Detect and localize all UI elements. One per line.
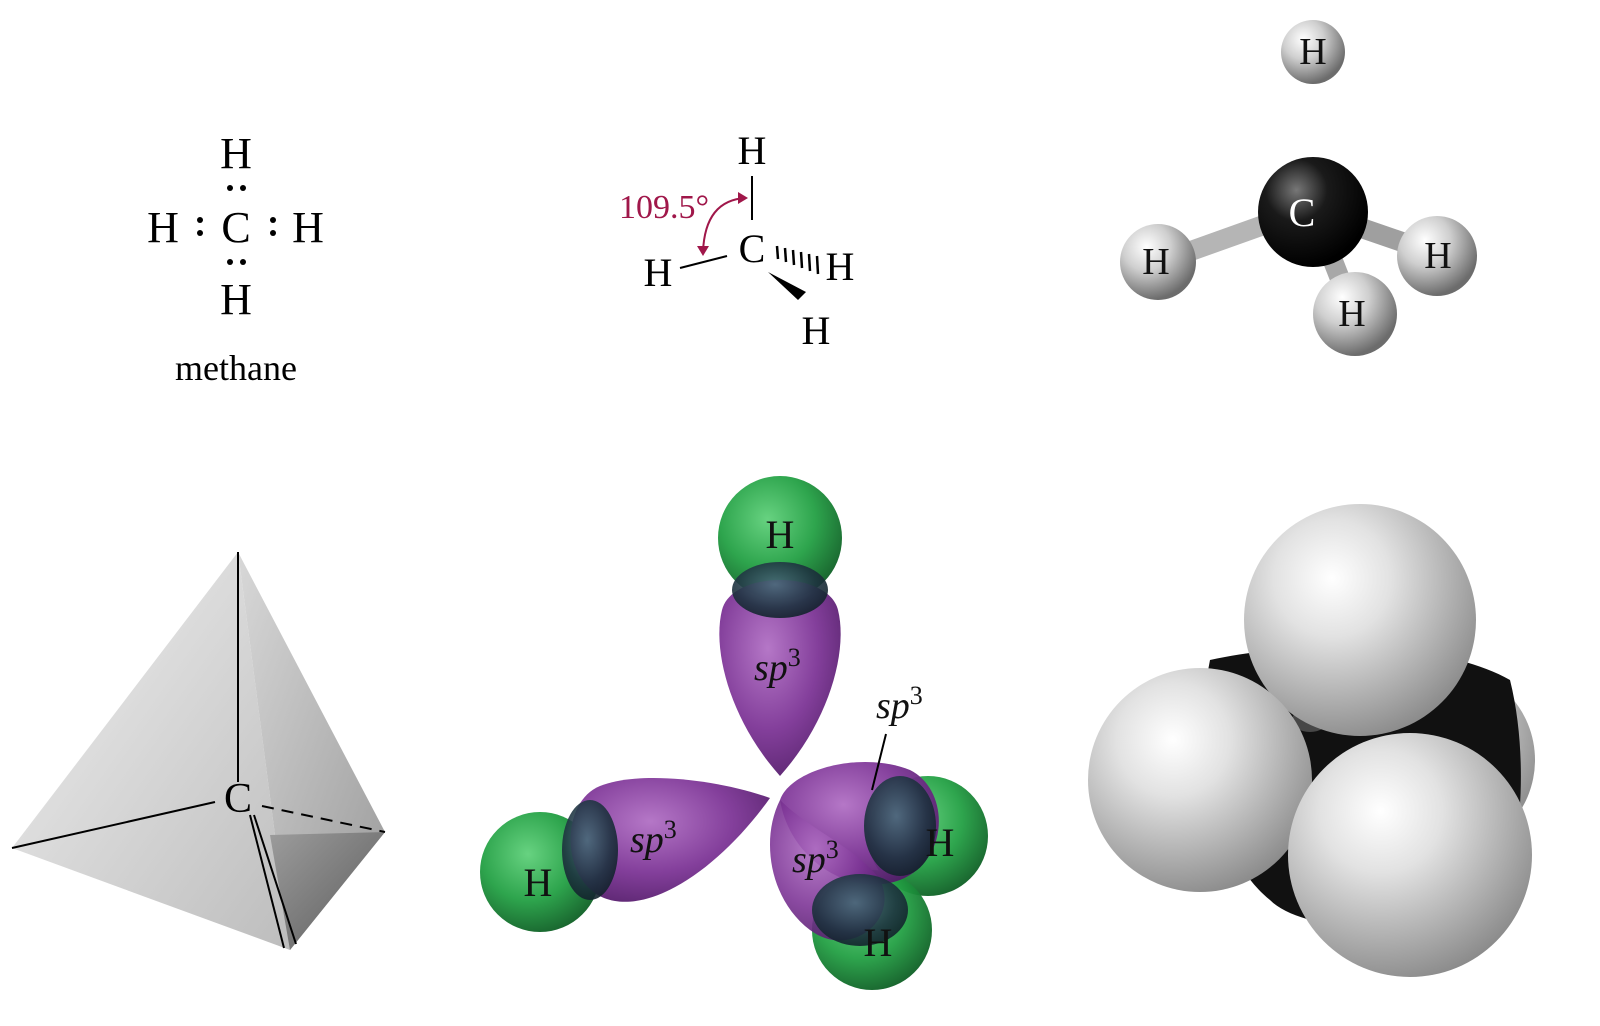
lewis-h-left: H: [147, 203, 179, 252]
wedge-h-left: H: [644, 250, 673, 295]
angle-arrowhead-bottom: [697, 246, 709, 256]
lewis-h-top: H: [220, 129, 252, 178]
lobe-top: [719, 580, 841, 776]
angle-arrowhead-top: [738, 192, 748, 204]
bond-wedge: [768, 272, 806, 300]
wedge-h-top: H: [738, 128, 767, 173]
bond-dashed: [775, 245, 820, 275]
wedge-h-bottom: H: [802, 308, 831, 353]
tetra-c: C: [224, 776, 252, 822]
ball-h-right: [1397, 216, 1477, 296]
angle-label: 109.5°: [619, 189, 709, 226]
sp3-callout-line: [871, 733, 887, 791]
overlap-bottom: [812, 874, 908, 946]
lewis-caption: methane: [175, 348, 297, 388]
sf-h-front-right: [1288, 733, 1532, 977]
orbital-label-h-left: H: [524, 860, 553, 905]
sp3-label-top: sp3: [754, 643, 801, 689]
sf-h-left: [1088, 668, 1312, 892]
ball-label-c: C: [1289, 190, 1316, 235]
ball-h-left: [1120, 224, 1196, 300]
ball-label-h-left: H: [1142, 241, 1169, 283]
sp3-label-left: sp3: [630, 815, 677, 861]
face-bottom-right: [270, 832, 385, 950]
overlap-left: [562, 800, 618, 900]
lobe-left: [570, 777, 770, 902]
sp3-label-center: sp3: [792, 835, 839, 881]
lewis-h-bottom: H: [220, 275, 252, 324]
ball-label-h-bottom: H: [1338, 293, 1365, 335]
ball-label-h-top: H: [1299, 31, 1326, 73]
overlap-right: [864, 776, 936, 876]
lewis-c: C: [221, 203, 250, 252]
tetra-edges: [11, 552, 386, 949]
lewis-electron-pairs: [197, 185, 276, 265]
wedge-h-right: H: [826, 244, 855, 289]
sp3-label-callout: sp3: [876, 681, 923, 727]
ball-label-h-right: H: [1424, 235, 1451, 277]
space-filling-model: [1088, 504, 1535, 977]
ball-c: [1258, 157, 1368, 267]
lewis-structure: H H C H H methane: [147, 129, 324, 388]
lewis-h-right: H: [292, 203, 324, 252]
orbital-label-h-bottom: H: [864, 920, 893, 965]
orbital-label-h-top: H: [766, 512, 795, 557]
sf-h-top: [1244, 504, 1476, 736]
orbital-label-h-right: H: [926, 820, 955, 865]
ball-h-bottom: [1313, 272, 1397, 356]
wedge-c: C: [739, 226, 766, 271]
ball-and-stick-model: H H C H H: [1120, 20, 1477, 356]
face-front-left: [12, 552, 290, 950]
sp3-orbital-model: H H H H sp3 sp3 sp3 sp3: [480, 476, 988, 990]
wedge-dash-structure: H C H H H 109.5°: [619, 128, 855, 353]
overlap-top: [732, 562, 828, 618]
ball-h-top: [1281, 20, 1345, 84]
tetrahedron-model: C: [11, 552, 386, 950]
bond-left: [679, 255, 728, 269]
